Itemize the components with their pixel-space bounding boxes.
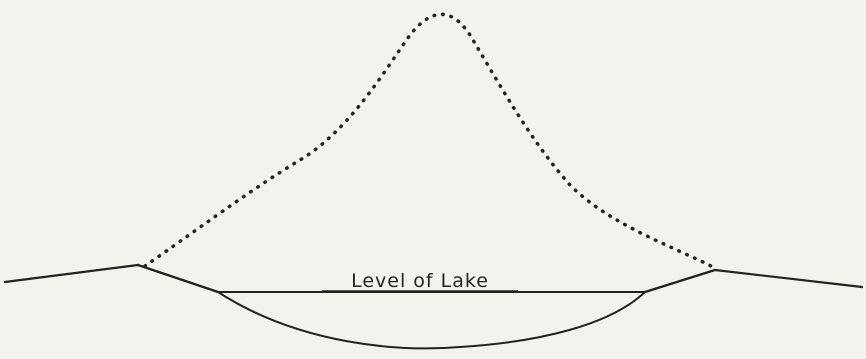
left-ground-line (3, 263, 140, 284)
left-slope-line (136, 263, 220, 294)
lake-level-label: Level of Lake (351, 270, 489, 292)
lake-basin-curve (217, 291, 646, 350)
mountain-outline-dotted (143, 12, 717, 270)
right-slope-line (643, 268, 717, 294)
right-ground-line (713, 268, 864, 289)
